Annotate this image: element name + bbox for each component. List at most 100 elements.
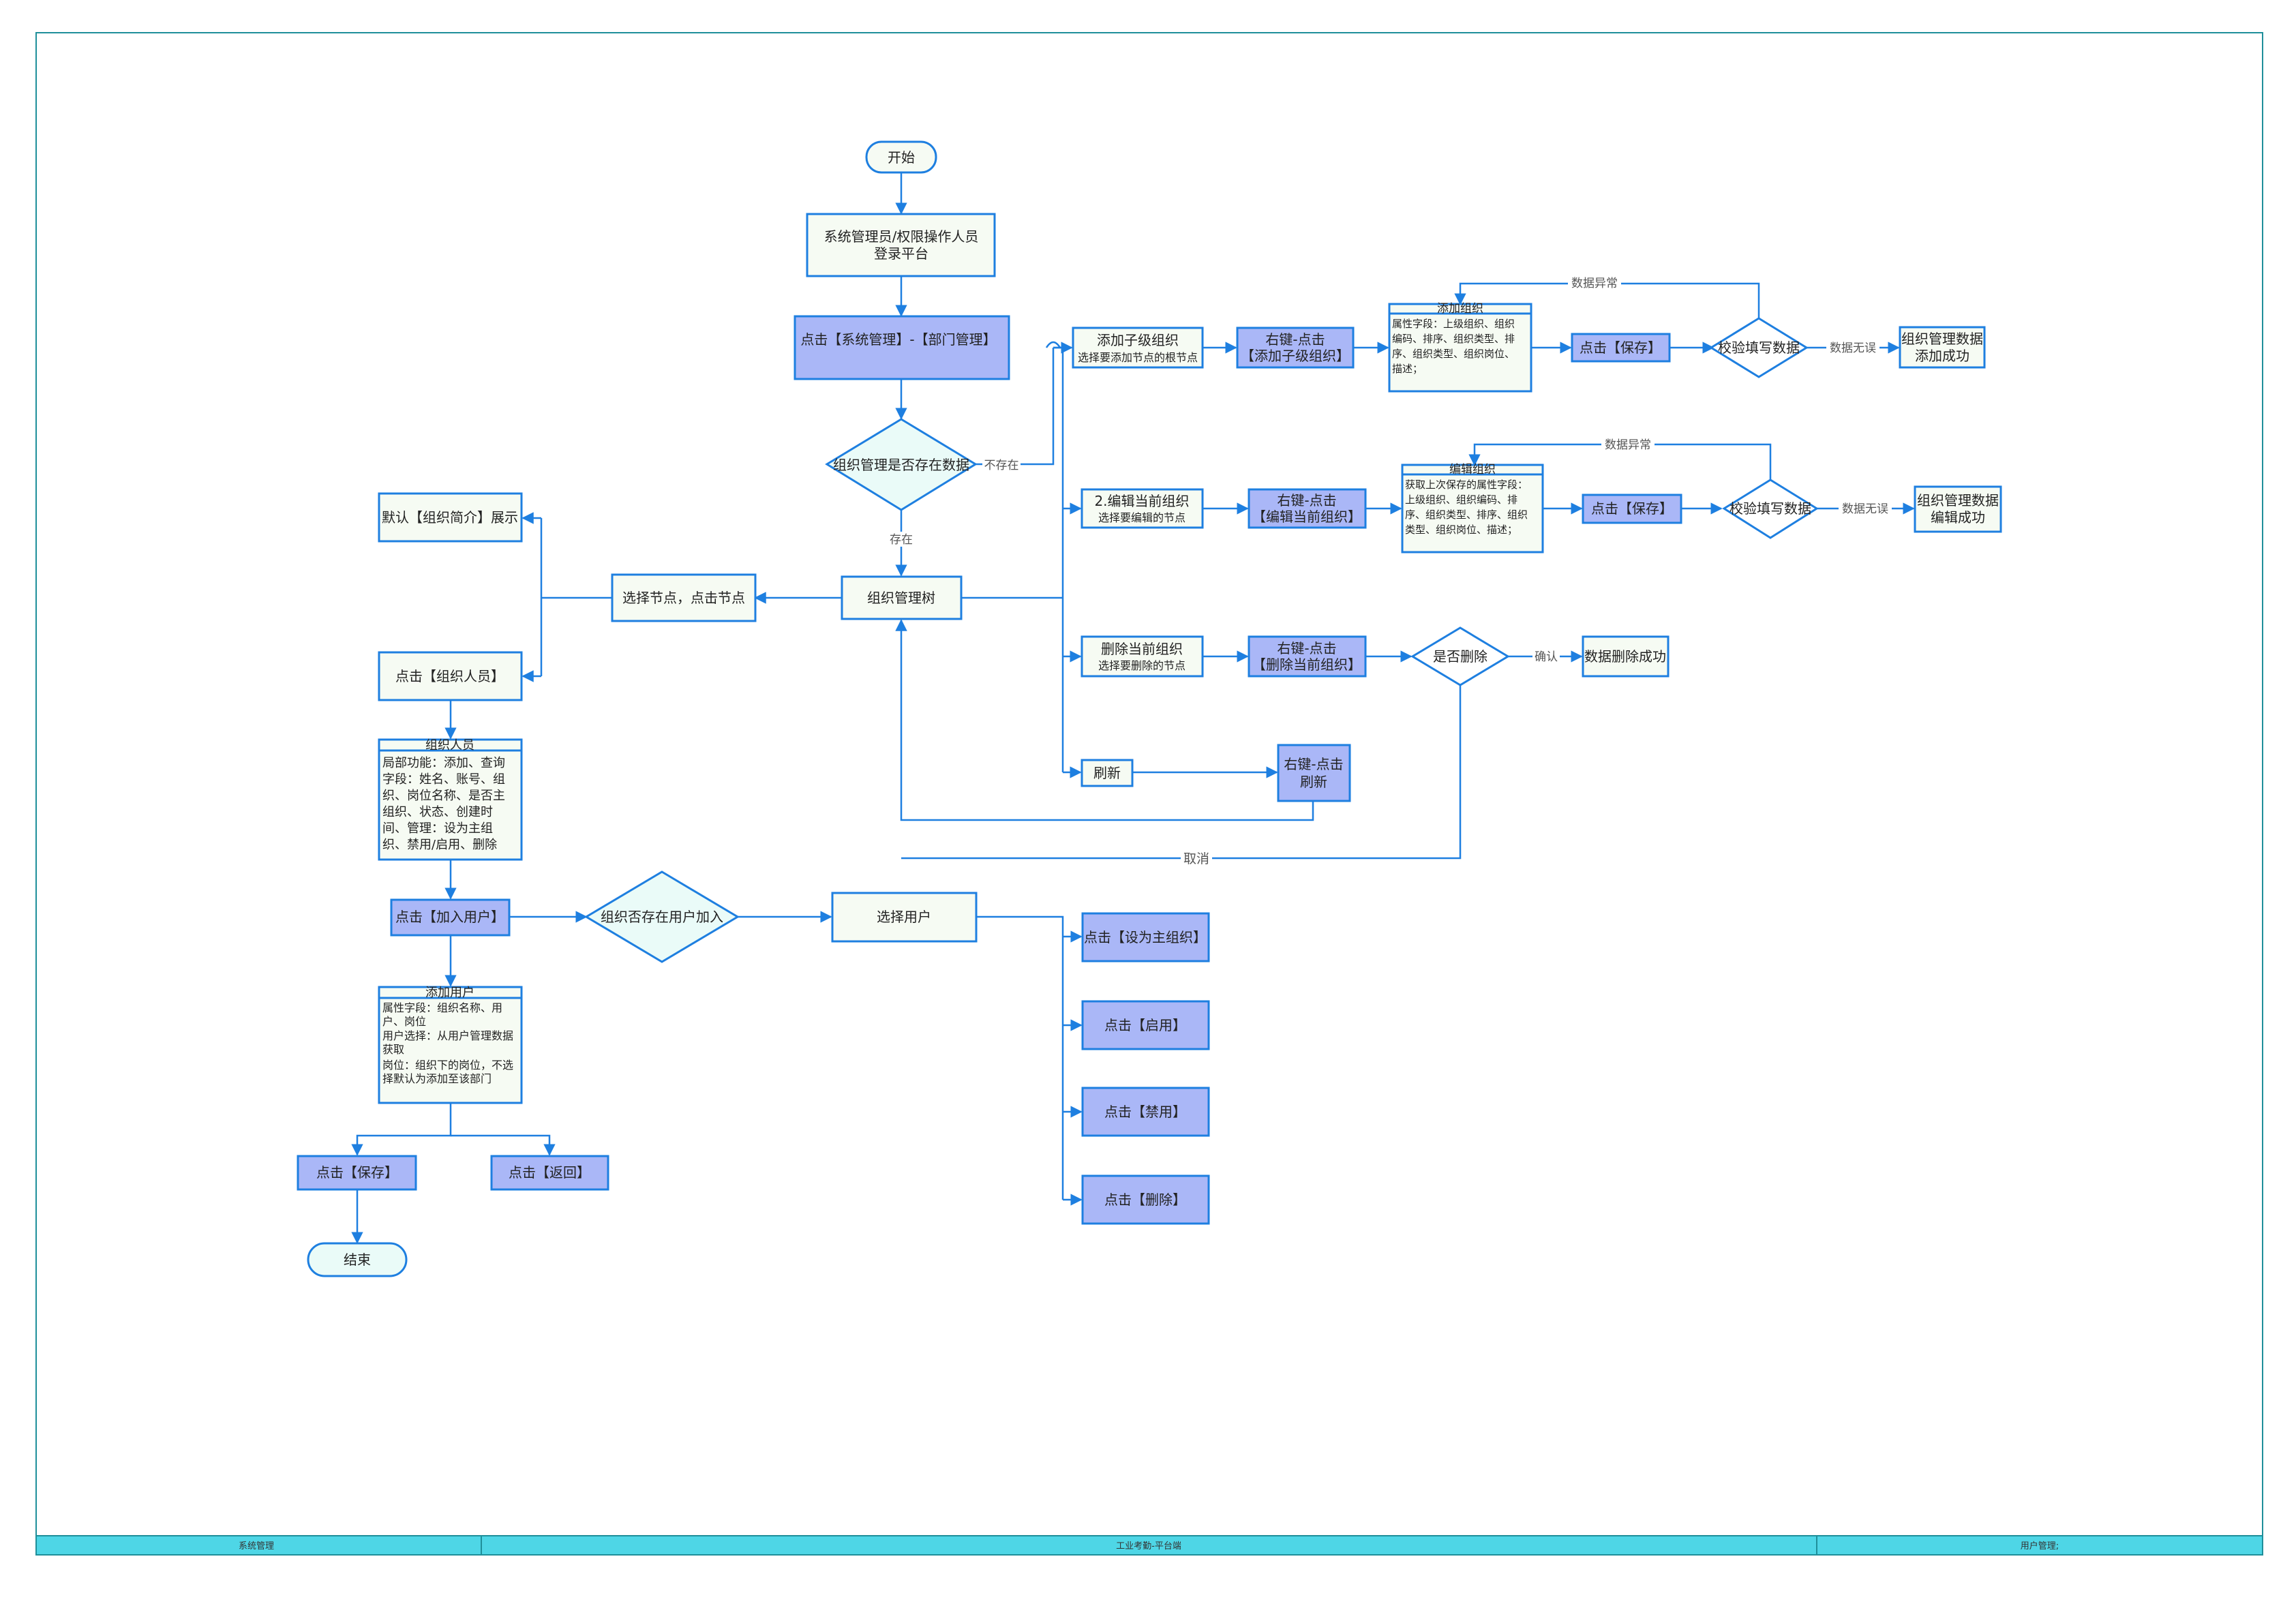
default-show-label: 默认【组织简介】展示 [382,509,518,526]
end-node: 结束 [307,1242,408,1277]
save-edit-label: 点击【保存】 [1591,500,1673,517]
refresh-label: 刷新 [1093,765,1121,781]
verify-edit-decision: 校验填写数据 [1722,479,1819,539]
set-main-node: 点击【设为主组织】 [1081,912,1210,962]
select-user-node: 选择用户 [831,892,978,943]
rc-del-node: 右键-点击 【删除当前组织】 [1248,635,1367,678]
add-org-line: 序、组织类型、组织岗位、 [1392,348,1515,360]
rc-edit-node: 右键-点击 【编辑当前组织】 [1248,488,1367,529]
label-data-error-1: 数据异常 [1571,277,1618,290]
login-node: 系统管理员/权限操作人员 登录平台 [806,213,996,277]
rc-del-label-2: 【删除当前组织】 [1252,656,1361,673]
label-confirm: 确认 [1535,650,1558,664]
start-label: 开始 [888,149,915,166]
label-data-error-2: 数据异常 [1605,438,1651,452]
label-data-ok-1: 数据无误 [1830,342,1876,355]
edge-jump [1045,341,1061,348]
back-node: 点击【返回】 [490,1155,609,1191]
add-org-panel: 添加组织 属性字段：上级组织、组织 编码、排序、组织类型、排 序、组织类型、组织… [1388,302,1532,393]
add-org-line: 描述； [1392,363,1423,375]
del-ok-label: 数据删除成功 [1584,648,1666,665]
label-not-exist: 不存在 [984,459,1019,472]
save-edit-node: 点击【保存】 [1582,494,1682,524]
save-node: 点击【保存】 [297,1155,417,1191]
add-user-line: 择默认为添加至该部门 [382,1072,492,1085]
click-members-label: 点击【组织人员】 [395,668,504,684]
rc-refresh-label-1: 右键-点击 [1284,756,1343,772]
label-exist: 存在 [890,533,913,547]
has-data-decision: 组织管理是否存在数据 [825,418,978,511]
edge-selectuser-bus [976,915,1064,1200]
add-ok-label-2: 添加成功 [1915,348,1969,364]
rc-add-label-1: 右键-点击 [1265,331,1325,348]
disable-label: 点击【禁用】 [1104,1104,1186,1120]
confirm-del-label: 是否删除 [1433,648,1487,665]
org-tree-label: 组织管理树 [867,590,935,606]
edit-org-line: 上级组织、组织编码、排 [1405,494,1517,506]
has-data-label: 组织管理是否存在数据 [833,457,969,473]
edit-ok-label-2: 编辑成功 [1931,509,1985,526]
label-cancel: 取消 [1183,851,1209,866]
members-line: 局部功能：添加、查询 [382,756,505,770]
page-frame [35,32,2263,1556]
dept-mgmt-label: 点击【系统管理】-【部门管理】 [800,331,996,348]
edit-label-1: 2.编辑当前组织 [1094,493,1189,509]
edit-org-line: 获取上次保存的属性字段： [1405,479,1528,491]
org-tree-node: 组织管理树 [841,575,963,620]
confirm-del-decision: 是否删除 [1410,626,1510,686]
members-line: 织、岗位名称、是否主 [382,789,505,803]
start-node: 开始 [865,140,937,174]
back-label: 点击【返回】 [509,1164,590,1181]
add-org-line: 属性字段：上级组织、组织 [1392,318,1515,330]
add-user-line: 属性字段：组织名称、用 [382,1001,502,1014]
verify-add-decision: 校验填写数据 [1709,317,1809,378]
del-node: 删除当前组织 选择要删除的节点 [1081,635,1204,678]
members-panel: 组织人员 局部功能：添加、查询 字段：姓名、账号、组 织、岗位名称、是否主 组织… [378,738,523,861]
rc-del-label-1: 右键-点击 [1277,640,1336,656]
save-label: 点击【保存】 [316,1164,398,1181]
login-label-2: 登录平台 [874,245,928,262]
members-title: 组织人员 [425,738,474,753]
add-user-title: 添加用户 [425,986,474,1000]
edit-org-line: 序、组织类型、排序、组织 [1405,509,1528,521]
members-line: 织、禁用/启用、删除 [382,838,497,852]
edit-org-title: 编辑组织 [1449,463,1496,476]
add-org-title: 添加组织 [1437,302,1483,316]
rc-add-label-2: 【添加子级组织】 [1241,348,1350,364]
select-node-label: 选择节点，点击节点 [622,590,745,606]
add-user-panel: 添加用户 属性字段：组织名称、用 户、岗位 用户选择：从用户管理数据 获取 岗位… [378,986,523,1104]
members-body: 局部功能：添加、查询 字段：姓名、账号、组 织、岗位名称、是否主 组织、状态、创… [382,756,505,852]
del-label-2: 选择要删除的节点 [1098,659,1185,672]
select-node-node: 选择节点，点击节点 [611,573,757,622]
enable-node: 点击【启用】 [1081,1000,1210,1050]
members-line: 组织、状态、创建时 [382,805,493,819]
del-label-1: 删除当前组织 [1101,641,1183,657]
edit-ok-label-1: 组织管理数据 [1917,492,1999,509]
refresh-node: 刷新 [1081,759,1134,787]
edit-node: 2.编辑当前组织 选择要编辑的节点 [1081,488,1204,529]
nodes: 开始 系统管理员/权限操作人员 登录平台 点击【系统管理】-【部门管理】 组织管… [297,140,2002,1277]
add-child-node: 添加子级组织 选择要添加节点的根节点 [1072,327,1204,369]
edge-cancel [901,685,1462,860]
delete-user-node: 点击【删除】 [1081,1174,1210,1225]
del-ok-node: 数据删除成功 [1582,635,1670,678]
add-user-line: 获取 [382,1043,404,1056]
click-members-node: 点击【组织人员】 [378,651,523,701]
verify-edit-label: 校验填写数据 [1729,500,1811,517]
enable-label: 点击【启用】 [1104,1017,1186,1033]
default-show-node: 默认【组织简介】展示 [378,492,523,543]
join-user-node: 点击【加入用户】 [390,898,511,937]
edge-adduser-back [451,1134,556,1156]
rc-edit-label-2: 【编辑当前组织】 [1252,509,1361,525]
save-add-label: 点击【保存】 [1580,339,1661,356]
select-user-label: 选择用户 [877,909,931,925]
rc-add-node: 右键-点击 【添加子级组织】 [1236,327,1355,369]
edit-ok-node: 组织管理数据 编辑成功 [1914,485,2002,533]
verify-add-label: 校验填写数据 [1718,339,1800,356]
rc-refresh-node: 右键-点击 刷新 [1277,744,1351,802]
add-ok-label-1: 组织管理数据 [1901,331,1983,347]
delete-user-label: 点击【删除】 [1104,1192,1186,1208]
edge-adduser-split [351,1103,452,1156]
edit-org-body: 获取上次保存的属性字段： 上级组织、组织编码、排 序、组织类型、排序、组织 类型… [1405,479,1528,536]
